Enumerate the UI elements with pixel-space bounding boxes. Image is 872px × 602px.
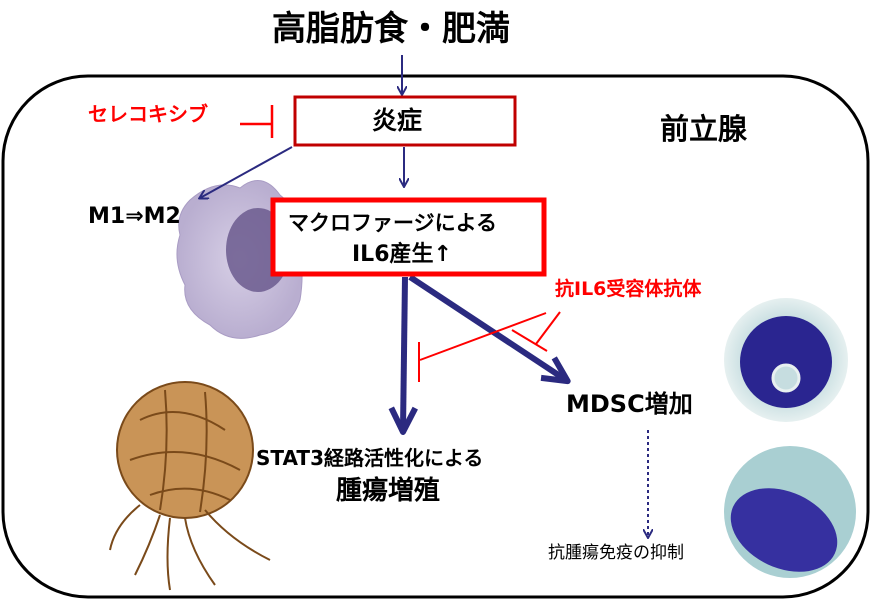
- inhibit-anti-il6r-mdsc: [511, 311, 561, 352]
- arrow-il6-to-stat3: [388, 276, 418, 435]
- arrow-il6-to-mdsc: [408, 274, 571, 385]
- macrophage-label-line2: IL6産生↑: [352, 242, 452, 267]
- mdsc-cell-image-1: [724, 298, 848, 422]
- m1m2-label: M1⇒M2: [88, 204, 181, 229]
- inhibit-anti-il6r-stat3: [418, 312, 547, 382]
- prostate-boundary: [1, 74, 870, 599]
- mdsc-label: MDSC増加: [566, 390, 693, 418]
- macrophage-label-line1: マクロファージによる: [288, 211, 497, 235]
- title: 高脂肪食・肥満: [272, 9, 510, 49]
- celecoxib-label: セレコキシブ: [88, 102, 208, 126]
- mdsc-cell-image-2: [724, 446, 856, 578]
- inhibit-celecoxib: [240, 105, 274, 138]
- region-label: 前立腺: [660, 112, 748, 146]
- anti-il6r-label: 抗IL6受容体抗体: [555, 278, 702, 300]
- inflammation-box: [293, 95, 517, 147]
- immune-suppression-label: 抗腫瘍免疫の抑制: [548, 543, 684, 563]
- stat3-label-line1: STAT3経路活性化による: [256, 446, 484, 470]
- stat3-label-line2: 腫瘍増殖: [336, 476, 441, 506]
- arrow-inflammation-to-m1m2: [200, 146, 293, 198]
- inflammation-label: 炎症: [372, 106, 423, 135]
- macrophage-il6-box: [270, 197, 547, 277]
- tumor-cell-image: [109, 381, 271, 591]
